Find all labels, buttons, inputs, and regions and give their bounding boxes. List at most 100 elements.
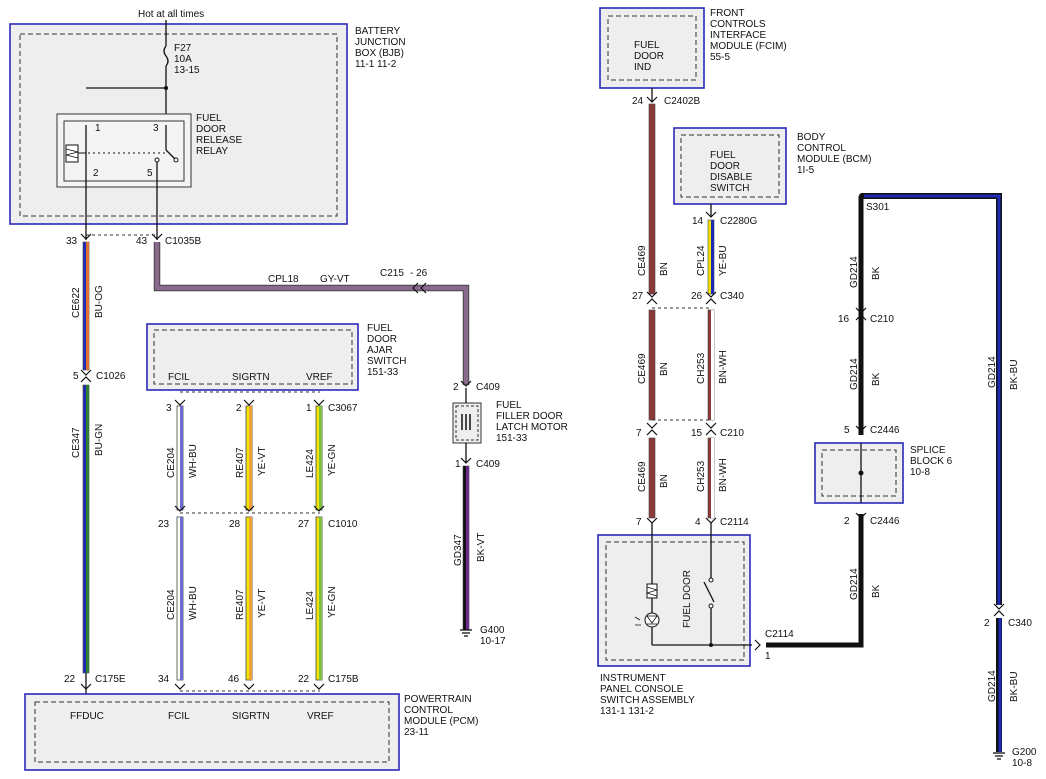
pin-16-c210: 16 — [838, 314, 850, 325]
pin-5: 5 — [73, 371, 79, 382]
fuel-door-ind-label-2: DOOR — [634, 51, 664, 62]
pin-3-c3067: 3 — [166, 403, 172, 414]
fcim-label-4: MODULE (FCIM) — [710, 41, 787, 52]
connector-c210-right: C210 — [870, 314, 894, 325]
bjb-label-2: JUNCTION — [355, 37, 406, 48]
wire-ce204b-label: CE204 — [166, 589, 177, 620]
pcm-label-2: CONTROL — [404, 705, 453, 716]
pcm-label-1: POWERTRAIN — [404, 694, 472, 705]
wire-gd214c-label: GD214 — [849, 568, 860, 600]
pin-1-c2114-side: 1 — [765, 651, 771, 662]
connector-c409-bottom: C409 — [476, 459, 500, 470]
fcim-ref: 55-5 — [710, 52, 730, 63]
relay-pin-2: 2 — [93, 168, 99, 179]
fdas-label-2: DOOR — [367, 334, 397, 345]
pin-34-c175b: 34 — [158, 674, 170, 685]
ipc-label-1: INSTRUMENT — [600, 673, 666, 684]
ipc-ref: 131-1 131-2 — [600, 706, 654, 717]
pin-2-c3067: 2 — [236, 403, 242, 414]
ffduc-pin-label: FFDUC — [70, 711, 104, 722]
wire-ce204-label: CE204 — [166, 447, 177, 478]
ground-g400-ref: 10-17 — [480, 636, 506, 647]
wire-le424b-label: LE424 — [305, 591, 316, 620]
fdas-label-1: FUEL — [367, 323, 393, 334]
wire-gd214e-label: GD214 — [987, 670, 998, 702]
wire-gd214-bk-bu-upper — [861, 193, 1002, 605]
bcm-label-1: BODY — [797, 132, 826, 143]
fuel-door-ind-label-1: FUEL — [634, 40, 660, 51]
wire-wh-bu-label: WH-BU — [188, 444, 199, 478]
pin-27-c1010: 27 — [298, 519, 310, 530]
bjb-label-1: BATTERY — [355, 26, 401, 37]
hot-at-all-times-label: Hot at all times — [138, 9, 204, 20]
latch-label-2: FILLER DOOR — [496, 411, 563, 422]
connector-c175b: C175B — [328, 674, 359, 685]
bcm-label-2: CONTROL — [797, 143, 846, 154]
fcim-label-2: CONTROLS — [710, 19, 766, 30]
connector-c340-bottom: C340 — [1008, 618, 1032, 629]
wire-ye-vt-label: YE-VT — [257, 447, 268, 476]
wire-gd214d-label: GD214 — [987, 356, 998, 388]
pin-24: 24 — [632, 96, 644, 107]
wire-le424-label: LE424 — [305, 449, 316, 478]
fcil-pin-label: FCIL — [168, 372, 190, 383]
powertrain-control-module — [24, 693, 400, 771]
front-controls-interface-module — [599, 7, 705, 89]
pin-46-c175b: 46 — [228, 674, 240, 685]
fdas-label-3: AJAR — [367, 345, 393, 356]
wire-bk-c-label: BK — [871, 584, 882, 598]
wire-cpl24-label: CPL24 — [696, 245, 707, 276]
relay-label-3: RELEASE — [196, 135, 242, 146]
led-icon — [644, 612, 660, 628]
wire-re407b-label: RE407 — [235, 589, 246, 620]
pin-2-c340: 2 — [984, 618, 990, 629]
wire-gd214b-label: GD214 — [849, 358, 860, 390]
wire-wh-bu-b-label: WH-BU — [188, 586, 199, 620]
wire-gd214-bottom — [766, 514, 864, 648]
relay-label-2: DOOR — [196, 124, 226, 135]
splice-block-ref: 10-8 — [910, 467, 930, 478]
fuel-door-ajar-switch — [146, 323, 359, 391]
fdas-label-4: SWITCH — [367, 356, 406, 367]
pin-26-c340: 26 — [691, 291, 703, 302]
fcim-label-3: INTERFACE — [710, 30, 766, 41]
splice-block-label-2: BLOCK 6 — [910, 456, 953, 467]
vref-pin-label: VREF — [306, 372, 333, 383]
fuse-amp: 10A — [174, 54, 192, 65]
wire-ce622-label: CE622 — [71, 287, 82, 318]
pin-4-c2114: 4 — [695, 517, 701, 528]
connector-c210-left: C210 — [720, 428, 744, 439]
pcm-ref: 23-11 — [404, 727, 429, 738]
fuse-name: F27 — [174, 43, 192, 54]
fuel-filler-door-latch-motor — [452, 402, 482, 444]
latch-label-3: LATCH MOTOR — [496, 422, 568, 433]
wire-gd214a-label: GD214 — [849, 256, 860, 288]
connector-c215-pin: - 26 — [410, 268, 428, 279]
ipc-label-3: SWITCH ASSEMBLY — [600, 695, 695, 706]
wire-ce347-label: CE347 — [71, 427, 82, 458]
connector-c1026: C1026 — [96, 371, 126, 382]
relay-label-4: RELAY — [196, 146, 228, 157]
pin-14: 14 — [692, 216, 704, 227]
ground-g200: G200 — [1012, 747, 1037, 758]
connector-c2114-top: C2114 — [720, 517, 749, 528]
pin-7-c2114: 7 — [636, 517, 642, 528]
pin-15-c210: 15 — [691, 428, 703, 439]
connector-c1035b: C1035B — [165, 236, 201, 247]
wire-gy-vt-label: GY-VT — [320, 274, 350, 285]
sigrtn-pin-label: SIGRTN — [232, 372, 270, 383]
wire-ce469a-label: CE469 — [637, 245, 648, 276]
connector-c2280g: C2280G — [720, 216, 757, 227]
connector-c1010: C1010 — [328, 519, 358, 530]
wire-ce469-lower — [648, 437, 656, 519]
pin-7-c210: 7 — [636, 428, 642, 439]
latch-label-1: FUEL — [496, 400, 522, 411]
fdds-label-2: DOOR — [710, 161, 740, 172]
wire-bn-b-label: BN — [659, 362, 670, 376]
relay-pin-3: 3 — [153, 123, 159, 134]
ground-g200-ref: 10-8 — [1012, 758, 1032, 769]
wire-cpl18-label: CPL18 — [268, 274, 299, 285]
splice-s301-label: S301 — [866, 202, 890, 213]
ground-g200-icon — [993, 752, 1005, 760]
wire-bk-bu-a-label: BK-BU — [1009, 359, 1020, 390]
